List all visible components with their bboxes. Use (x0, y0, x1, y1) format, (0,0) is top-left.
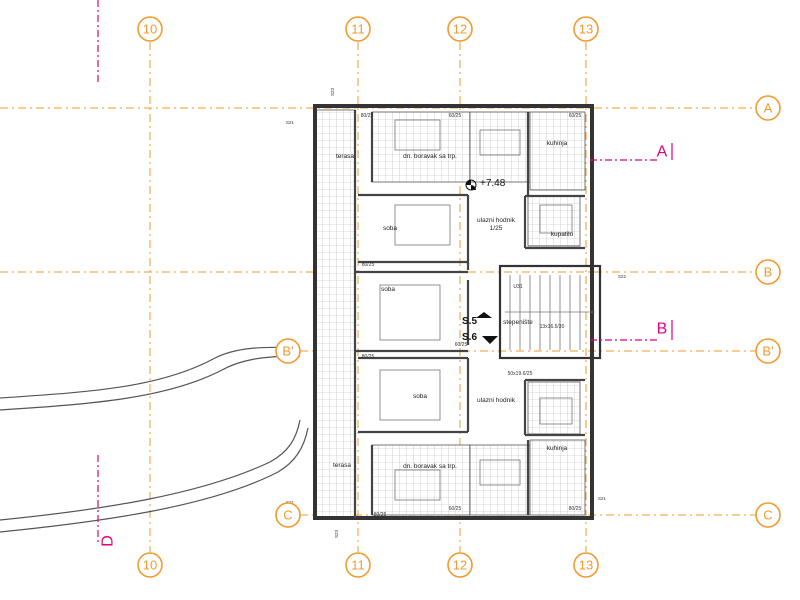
section-mark-D: D (100, 535, 117, 547)
section-s5-label: S.5 (462, 316, 477, 327)
svg-text:50x19.6/25: 50x19.6/25 (508, 371, 533, 377)
axis-bubble-11-top: 11 (351, 22, 365, 37)
svg-text:U31: U31 (513, 284, 522, 290)
svg-text:60/25: 60/25 (455, 342, 468, 348)
section-mark-B: B (657, 321, 668, 338)
kitchen-floor-top (469, 111, 531, 183)
axis-bubble-C-right: C (763, 508, 772, 523)
axis-bubble-13-bottom: 13 (579, 558, 593, 573)
svg-text:S21: S21 (598, 496, 607, 501)
svg-text:S23: S23 (330, 87, 335, 96)
room-label-room2: soba (381, 286, 395, 293)
dimension-labels: 80/25 60/25 60/25 80/25 80/25 60/25 80/2… (286, 87, 627, 538)
room-label-terrace-bottom: terasa (333, 462, 351, 469)
terrace-strip (314, 109, 356, 519)
stair-section-markers: S.5 S.6 (462, 312, 498, 344)
axis-bubble-12-bottom: 12 (453, 558, 467, 573)
room-label-bathroom: kupatilo (551, 231, 574, 238)
svg-text:S22: S22 (618, 274, 627, 279)
axis-bubble-12-top: 12 (453, 22, 467, 37)
room-label-stairs: stepenište (503, 319, 533, 326)
room-label-hall-top-sub: 1/25 (490, 225, 503, 232)
section-cuts: A B D (97, 0, 673, 547)
bath-floor (527, 195, 581, 247)
kitchen2-floor-bottom (529, 439, 586, 516)
axis-bubble-10-top: 10 (143, 22, 157, 37)
svg-text:80/25: 80/25 (374, 512, 387, 518)
axis-bubble-Bprime-left: B' (282, 344, 293, 359)
stair-treads (505, 275, 595, 350)
room-label-kitchen-bottom: kuhinja (547, 445, 568, 452)
room-label-terrace-top: terasa (336, 153, 354, 160)
svg-text:80/25: 80/25 (361, 113, 374, 119)
room-label-living-bottom: dn. boravak sa trp. (403, 463, 457, 470)
kitchen2-floor-top (529, 111, 586, 191)
axis-bubble-A: A (764, 101, 773, 116)
kitchen-floor-bottom (469, 444, 531, 516)
room-label-living-top: dn. boravak sa trp. (403, 153, 457, 160)
room-label-kitchen-top: kuhinja (547, 140, 568, 147)
svg-text:60/25: 60/25 (569, 113, 582, 119)
room-labels: kuhinja dn. boravak sa trp. terasa soba … (333, 140, 574, 470)
axis-bubble-C-left: C (283, 508, 292, 523)
svg-text:S23: S23 (334, 529, 339, 538)
svg-text:60/25: 60/25 (449, 506, 462, 512)
section-s6-label: S.6 (462, 332, 477, 343)
level-value: +7.48 (480, 178, 506, 189)
svg-text:80/25: 80/25 (569, 506, 582, 512)
axis-bubbles: 10 11 12 13 10 11 12 13 A B B' C B' C (137, 16, 781, 578)
svg-text:60/25: 60/25 (449, 113, 462, 119)
axis-bubble-13-top: 13 (579, 22, 593, 37)
svg-text:S21: S21 (286, 120, 295, 125)
section-mark-A: A (657, 144, 668, 161)
interior-walls (353, 110, 602, 518)
axis-bubble-Bprime-right: B' (762, 344, 773, 359)
stair-core (498, 264, 602, 360)
room-label-hall-top: ulazni hodnik (477, 217, 516, 224)
room-label-room1: soba (383, 225, 397, 232)
terrain-path-lines (0, 346, 309, 533)
svg-text:13x16.5/30: 13x16.5/30 (540, 324, 565, 330)
svg-text:80/25: 80/25 (362, 262, 375, 268)
axis-bubble-B-right: B (764, 265, 773, 280)
room-label-hall-bottom: ulazni hodnik (477, 397, 516, 404)
axis-bubble-11-bottom: 11 (351, 558, 365, 573)
living-floor-bottom (371, 444, 471, 516)
furniture (379, 119, 595, 501)
level-marker: +7.48 (465, 178, 506, 191)
bath-floor-bottom (527, 381, 581, 435)
axis-bubble-10-bottom: 10 (143, 558, 157, 573)
svg-text:80/25: 80/25 (362, 354, 375, 360)
room-label-room3: soba (413, 393, 427, 400)
living-floor-top (371, 111, 471, 183)
